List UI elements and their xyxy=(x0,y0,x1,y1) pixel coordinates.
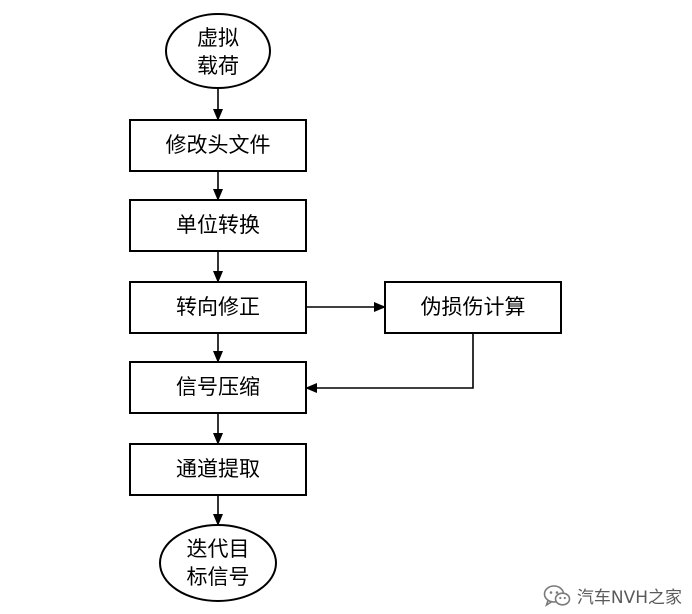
target-signal-label-line2: 标信号 xyxy=(187,565,250,589)
channel-extraction-label: 通道提取 xyxy=(176,457,260,481)
signal-compression-label: 信号压缩 xyxy=(176,375,260,399)
watermark: 汽车NVH之家 xyxy=(543,583,682,608)
unit-conversion-node: 单位转换 xyxy=(129,199,307,252)
target-signal-node: 迭代目 标信号 xyxy=(159,524,277,602)
virtual-load-label-line1: 虚拟 xyxy=(197,26,239,50)
target-signal-label-line1: 迭代目 xyxy=(187,537,250,561)
direction-correction-node: 转向修正 xyxy=(129,281,307,334)
modify-header-label: 修改头文件 xyxy=(166,133,271,157)
watermark-text: 汽车NVH之家 xyxy=(576,588,682,608)
unit-conversion-label: 单位转换 xyxy=(176,213,260,237)
pseudo-damage-label: 伪损伤计算 xyxy=(421,295,526,319)
arrow-damage-to-compression xyxy=(305,333,474,393)
pseudo-damage-node: 伪损伤计算 xyxy=(384,281,562,334)
wechat-icon xyxy=(543,584,571,608)
virtual-load-label-line2: 载荷 xyxy=(197,54,239,78)
virtual-load-node: 虚拟 载荷 xyxy=(165,13,271,89)
channel-extraction-node: 通道提取 xyxy=(129,443,307,496)
modify-header-node: 修改头文件 xyxy=(129,119,307,172)
direction-correction-label: 转向修正 xyxy=(176,295,260,319)
signal-compression-node: 信号压缩 xyxy=(129,361,307,414)
